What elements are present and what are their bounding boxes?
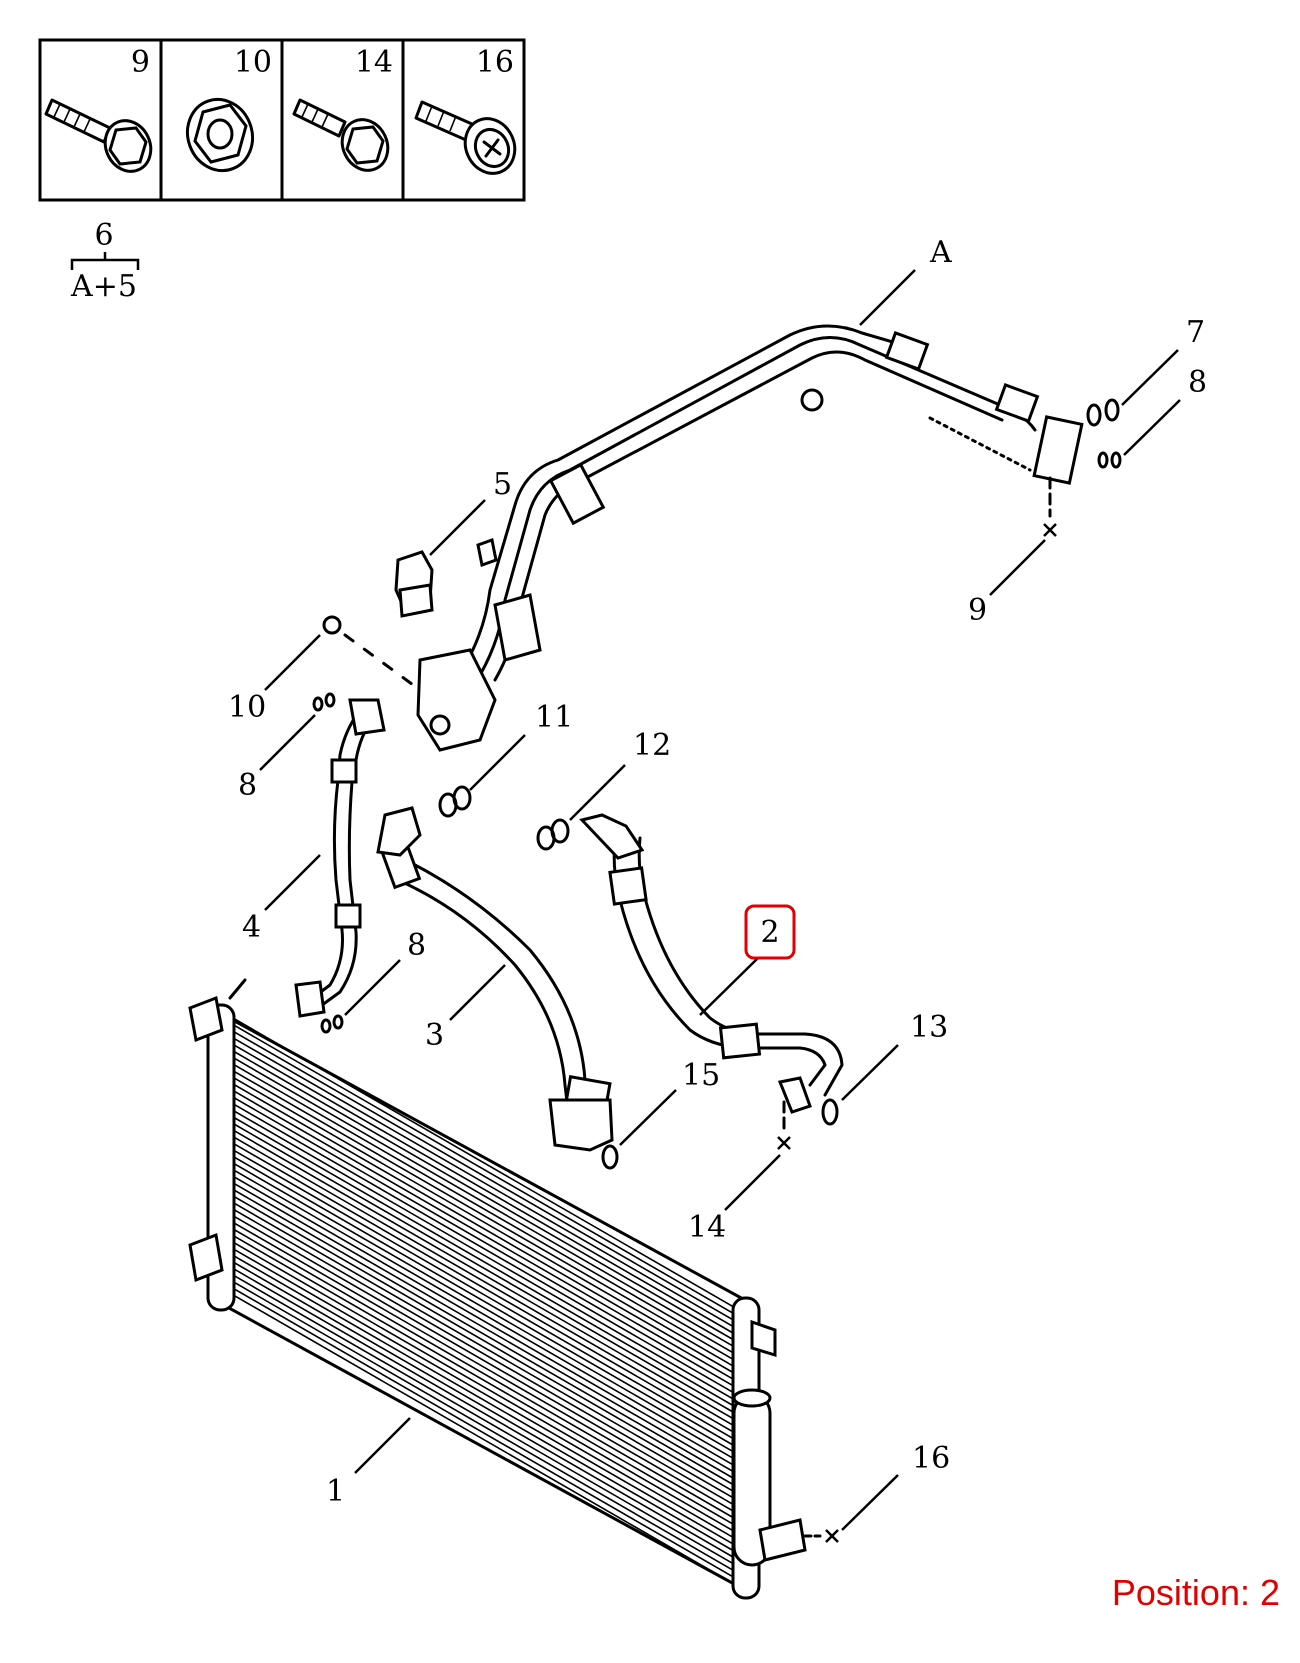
- o-ring-8-upper[interactable]: [312, 692, 336, 712]
- callout-11[interactable]: 11: [535, 700, 573, 735]
- o-ring-13[interactable]: [821, 1098, 839, 1126]
- callout-15[interactable]: 15: [682, 1058, 720, 1093]
- kit-number[interactable]: 6: [94, 218, 113, 253]
- short-flange-bolt-icon: [292, 98, 390, 172]
- callout-8-upper[interactable]: 8: [238, 768, 257, 803]
- pipe-assembly-a[interactable]: [416, 324, 1084, 752]
- hardware-number-10[interactable]: 10: [234, 45, 272, 80]
- hose-3[interactable]: [376, 806, 614, 1152]
- kit-contents: A+5: [70, 269, 137, 304]
- nut-10-marker[interactable]: [322, 615, 422, 692]
- callout-8-lower[interactable]: 8: [407, 928, 426, 963]
- flange-bolt-icon: [44, 98, 153, 173]
- bolt-14-marker[interactable]: [777, 1100, 791, 1150]
- callout-10[interactable]: 10: [228, 690, 266, 725]
- callout-7[interactable]: 7: [1186, 315, 1205, 350]
- bolt-9-marker[interactable]: [1043, 476, 1057, 537]
- callout-9[interactable]: 9: [968, 593, 987, 628]
- hose-2[interactable]: [579, 813, 844, 1114]
- hardware-box: 9 10 14 16: [38, 38, 526, 202]
- hardware-number-14[interactable]: 14: [355, 45, 393, 80]
- callout-4[interactable]: 4: [242, 910, 261, 945]
- o-ring-8-right[interactable]: [1097, 451, 1122, 469]
- pressure-switch-5[interactable]: [394, 550, 434, 618]
- callout-13[interactable]: 13: [910, 1010, 948, 1045]
- callout-8-right[interactable]: 8: [1188, 365, 1207, 400]
- torx-screw-icon: [414, 100, 517, 175]
- callout-14[interactable]: 14: [688, 1210, 726, 1245]
- callout-16[interactable]: 16: [912, 1441, 950, 1476]
- callout-12[interactable]: 12: [633, 728, 671, 763]
- callout-5[interactable]: 5: [493, 467, 512, 502]
- highlight-box-2: [744, 904, 796, 960]
- hardware-number-16[interactable]: 16: [476, 45, 514, 80]
- position-label: Position: 2: [1112, 1572, 1280, 1613]
- callout-1[interactable]: 1: [326, 1474, 345, 1509]
- pipe-4[interactable]: [294, 698, 386, 1018]
- o-ring-15[interactable]: [601, 1144, 619, 1170]
- o-ring-8-lower[interactable]: [320, 1014, 344, 1034]
- o-ring-7[interactable]: [1086, 398, 1120, 427]
- kit-label: 6 A+5: [70, 218, 140, 304]
- callout-A[interactable]: A: [929, 235, 952, 270]
- callout-3[interactable]: 3: [425, 1018, 444, 1053]
- o-ring-11[interactable]: [438, 785, 472, 818]
- hardware-number-9[interactable]: 9: [131, 45, 150, 80]
- condenser-1[interactable]: [188, 978, 807, 1600]
- hex-flange-nut-icon: [186, 97, 254, 173]
- screw-16-marker[interactable]: [803, 1529, 839, 1543]
- o-ring-12[interactable]: [536, 818, 570, 851]
- callout-2[interactable]: 2: [760, 915, 779, 950]
